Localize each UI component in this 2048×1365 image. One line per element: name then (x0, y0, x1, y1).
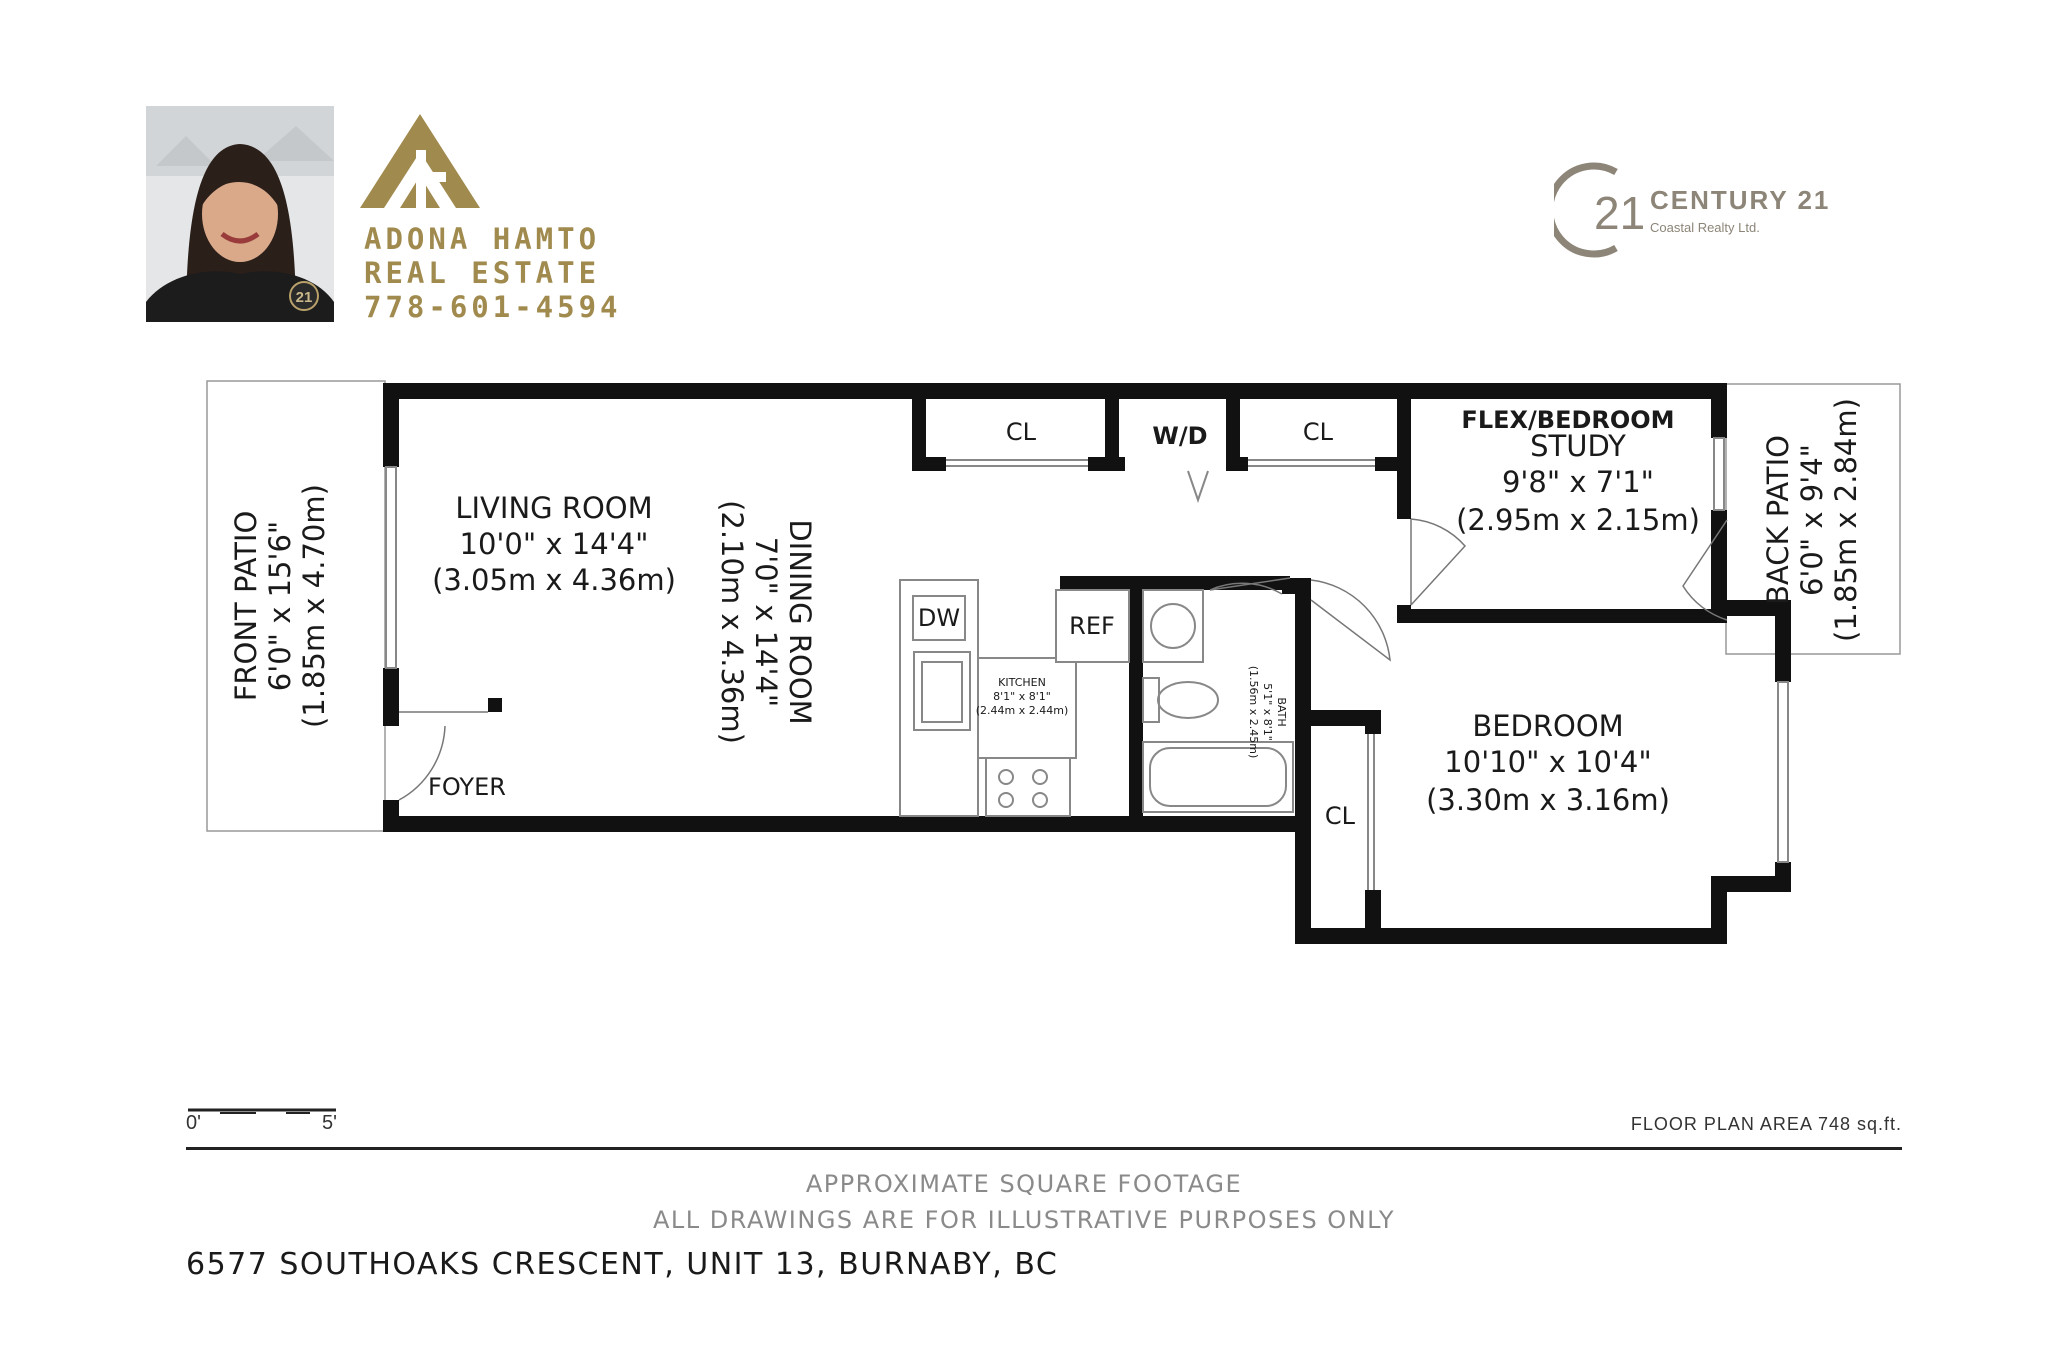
svg-text:BACK PATIO: BACK PATIO (1761, 435, 1795, 605)
svg-text:(2.44m x 2.44m): (2.44m x 2.44m) (976, 704, 1069, 717)
front-patio-label: FRONT PATIO 6'0" x 15'6" (1.85m x 4.70m) (229, 484, 331, 728)
svg-text:6'0" x 15'6": 6'0" x 15'6" (263, 521, 297, 691)
svg-text:9'8" x 7'1": 9'8" x 7'1" (1502, 465, 1654, 499)
agent-logo (360, 114, 480, 208)
svg-text:7'0" x 14'4": 7'0" x 14'4" (749, 537, 783, 707)
dishwasher-label: DW (918, 604, 960, 632)
svg-text:10'10" x 10'4": 10'10" x 10'4" (1444, 745, 1651, 779)
svg-text:(1.56m x 2.45m): (1.56m x 2.45m) (1247, 666, 1260, 759)
svg-text:STUDY: STUDY (1530, 429, 1626, 463)
closet-sliders (946, 459, 1375, 890)
door-swings (398, 518, 1728, 801)
foyer-label: FOYER (428, 773, 506, 801)
windows (385, 437, 1789, 863)
c21-subtitle: Coastal Realty Ltd. (1650, 220, 1760, 235)
bath-fixtures (1142, 589, 1294, 813)
refrigerator-label: REF (1069, 612, 1115, 640)
svg-text:(3.30m x 3.16m): (3.30m x 3.16m) (1426, 783, 1670, 817)
svg-text:BATH: BATH (1275, 697, 1288, 726)
washer-dryer-label: W/D (1152, 422, 1207, 450)
property-address: 6577 SOUTHOAKS CRESCENT, UNIT 13, BURNAB… (186, 1247, 1059, 1282)
svg-text:KITCHEN: KITCHEN (998, 676, 1046, 689)
svg-text:(2.10m x 4.36m): (2.10m x 4.36m) (715, 500, 749, 744)
svg-text:8'1" x 8'1": 8'1" x 8'1" (993, 690, 1051, 703)
svg-text:DINING ROOM: DINING ROOM (783, 519, 817, 724)
living-room-label: LIVING ROOM 10'0" x 14'4" (3.05m x 4.36m… (432, 491, 676, 597)
bedroom-label: BEDROOM 10'10" x 10'4" (3.30m x 3.16m) (1426, 709, 1670, 817)
century21-logo: 21 CENTURY 21 Coastal Realty Ltd. (1554, 162, 1830, 258)
agent-phone: 778-601-4594 (364, 290, 622, 324)
flex-bedroom-label: FLEX/BEDROOM STUDY 9'8" x 7'1" (2.95m x … (1456, 406, 1700, 537)
scale-bar (188, 1108, 336, 1114)
svg-text:BEDROOM: BEDROOM (1472, 709, 1623, 743)
svg-text:FRONT PATIO: FRONT PATIO (229, 511, 263, 702)
svg-text:(3.05m x 4.36m): (3.05m x 4.36m) (432, 563, 676, 597)
note-illustrative: ALL DRAWINGS ARE FOR ILLUSTRATIVE PURPOS… (652, 1206, 1395, 1234)
c21-name: CENTURY 21 (1650, 185, 1830, 215)
bath-label: BATH 5'1" x 8'1" (1.56m x 2.45m) (1247, 666, 1288, 759)
svg-text:10'0" x 14'4": 10'0" x 14'4" (460, 527, 649, 561)
closet-1-label: CL (1006, 418, 1037, 446)
scale-end-label: 5' (322, 1112, 337, 1134)
photo-badge-text: 21 (296, 289, 313, 306)
closet-3-label: CL (1325, 802, 1356, 830)
agent-company: REAL ESTATE (364, 256, 601, 290)
footer-divider (186, 1147, 1902, 1150)
svg-text:(1.85m x 2.84m): (1.85m x 2.84m) (1829, 398, 1863, 642)
svg-text:6'0" x 9'4": 6'0" x 9'4" (1795, 444, 1829, 596)
c21-number: 21 (1594, 187, 1645, 239)
dining-room-label: DINING ROOM 7'0" x 14'4" (2.10m x 4.36m) (715, 500, 817, 744)
closet-2-label: CL (1303, 418, 1334, 446)
walls (383, 383, 1791, 944)
agent-photo: 21 (146, 106, 334, 322)
svg-text:FLEX/BEDROOM: FLEX/BEDROOM (1461, 406, 1674, 434)
scale-start-label: 0' (186, 1112, 201, 1134)
kitchen-label: KITCHEN 8'1" x 8'1" (2.44m x 2.44m) (976, 676, 1069, 717)
svg-text:5'1" x 8'1": 5'1" x 8'1" (1261, 683, 1274, 741)
kitchen-fixtures (899, 579, 1130, 817)
svg-text:(1.85m x 4.70m): (1.85m x 4.70m) (297, 484, 331, 728)
floor-plan-area: FLOOR PLAN AREA 748 sq.ft. (1630, 1114, 1902, 1134)
back-patio-label: BACK PATIO 6'0" x 9'4" (1.85m x 2.84m) (1761, 398, 1863, 642)
note-square-footage: APPROXIMATE SQUARE FOOTAGE (805, 1170, 1243, 1198)
agent-name: ADONA HAMTO (364, 222, 601, 256)
svg-text:(2.95m x 2.15m): (2.95m x 2.15m) (1456, 503, 1700, 537)
svg-text:LIVING ROOM: LIVING ROOM (455, 491, 652, 525)
